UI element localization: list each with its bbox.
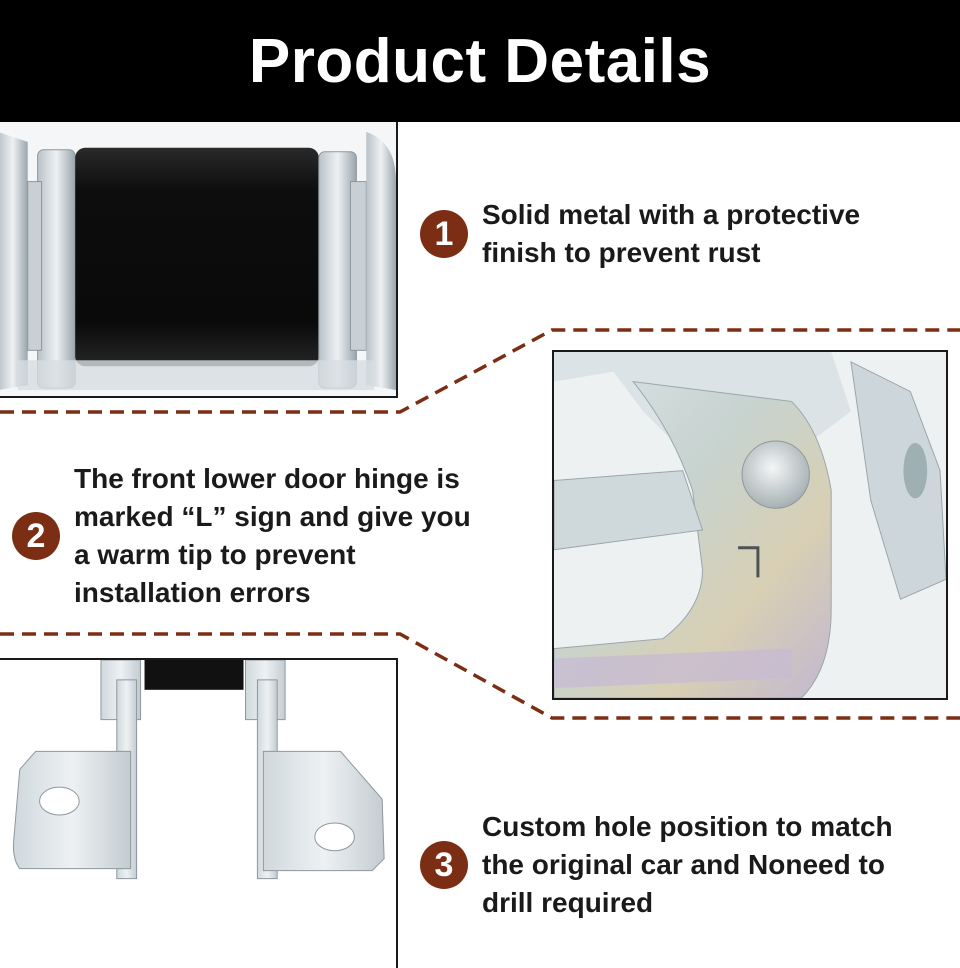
header-banner: Product Details — [0, 0, 960, 122]
feature-description: The front lower door hinge is marked “L”… — [74, 460, 471, 612]
hinge-plates-illustration — [0, 660, 396, 968]
feature-item-3: 3 Custom hole position to match the orig… — [420, 808, 955, 922]
feature-line: The front lower door hinge is — [74, 463, 460, 494]
page-title: Product Details — [248, 26, 712, 96]
feature-number-badge: 1 — [420, 210, 468, 258]
feature-line: marked “L” sign and give you — [74, 501, 471, 532]
feature-line: Solid metal with a protective — [482, 199, 861, 230]
hinge-roller-illustration — [0, 122, 396, 396]
feature-line: the original car and Noneed to — [482, 849, 885, 880]
feature-description: Solid metal with a protective finish to … — [482, 196, 860, 272]
feature-number-badge: 3 — [420, 841, 468, 889]
feature-description: Custom hole position to match the origin… — [482, 808, 893, 922]
photo-roller-closeup — [0, 122, 398, 398]
feature-item-2: 2 The front lower door hinge is marked “… — [12, 460, 547, 612]
feature-line: drill required — [482, 887, 654, 918]
feature-number-badge: 2 — [12, 512, 60, 560]
feature-line: installation errors — [74, 577, 311, 608]
feature-item-1: 1 Solid metal with a protective finish t… — [420, 196, 940, 272]
feature-line: Custom hole position to match — [482, 811, 893, 842]
hinge-plate-illustration — [554, 352, 946, 698]
feature-line: a warm tip to prevent — [74, 539, 356, 570]
photo-l-mark-closeup — [552, 350, 948, 700]
feature-line: finish to prevent rust — [482, 237, 761, 268]
l-stamp-mark-icon — [738, 546, 760, 578]
photo-mounting-plates — [0, 658, 398, 968]
